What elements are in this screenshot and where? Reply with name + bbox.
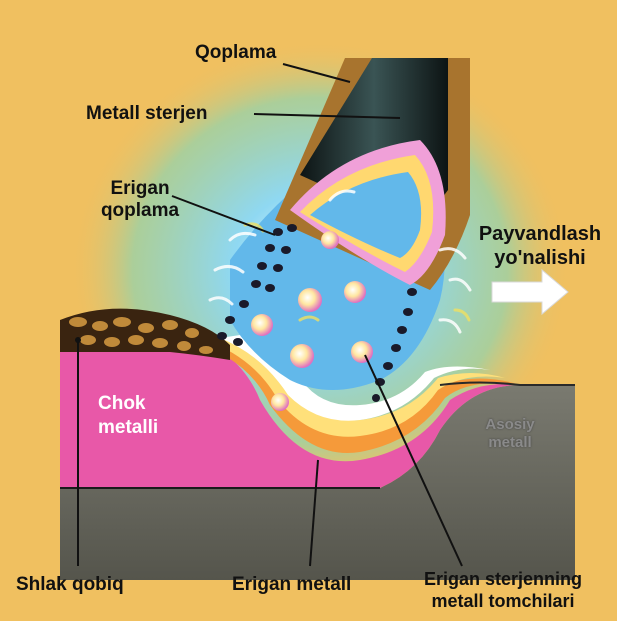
label-erigan-qoplama: Erigan qoplama [94, 178, 186, 222]
label-tomchilari: Erigan sterjenning metall tomchilari [398, 568, 608, 612]
label-qoplama: Qoplama [195, 42, 276, 64]
label-erigan-metall: Erigan metall [232, 574, 351, 596]
label-chok-metalli: Chok metalli [98, 392, 158, 440]
label-asosiy-metall: Asosiy metall [460, 416, 560, 452]
leader-dot-shlak [75, 337, 81, 343]
label-metall-sterjen: Metall sterjen [86, 103, 207, 125]
label-shlak-qobiq: Shlak qobiq [16, 574, 124, 596]
label-payvandlash: Payvandlash yo'nalishi [470, 222, 610, 270]
